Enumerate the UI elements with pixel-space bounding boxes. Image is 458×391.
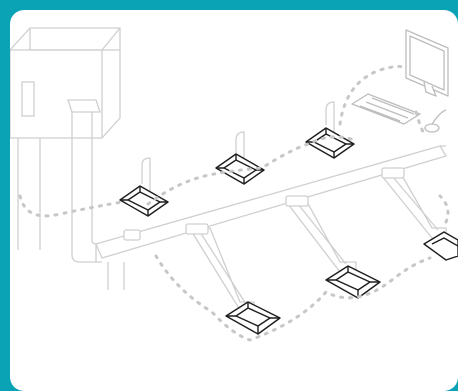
front-diffuser-path — [154, 254, 432, 342]
diffuser-front-1 — [225, 301, 281, 335]
diffuser-back-1 — [119, 185, 169, 217]
diagram-panel — [10, 10, 458, 391]
computer-return-path — [414, 110, 426, 136]
lower-branch-ducts — [190, 171, 447, 311]
supply-trunk — [67, 99, 125, 290]
diffuser-front-2 — [325, 265, 381, 299]
right-edge-path — [438, 194, 450, 224]
hvac-duct-diagram — [10, 27, 458, 342]
diffuser-front-3 — [423, 231, 458, 261]
airflow-paths — [18, 64, 450, 342]
return-path-left — [18, 194, 124, 218]
duct-collars — [123, 167, 405, 241]
upper-branch-ducts — [141, 101, 335, 205]
air-handler-icon — [10, 27, 121, 250]
computer-icon — [351, 29, 449, 133]
to-computer-path — [338, 64, 406, 126]
back-diffuser-path — [146, 135, 356, 206]
main-duct — [95, 145, 447, 263]
diffuser-back-3 — [305, 127, 355, 159]
